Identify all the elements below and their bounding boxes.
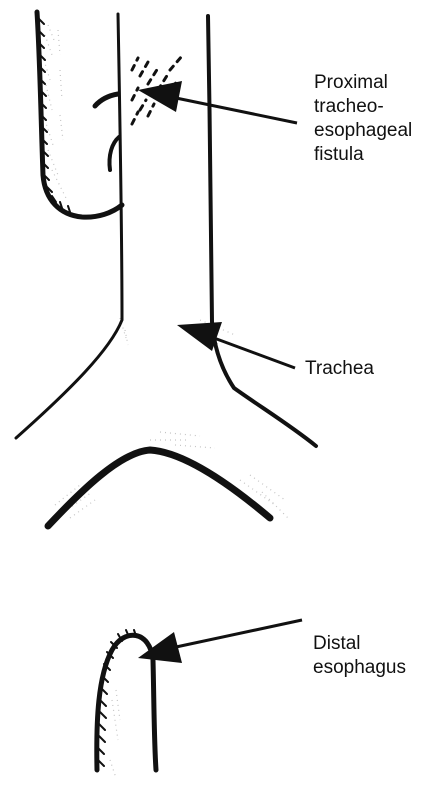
label-line: fistula — [314, 143, 412, 167]
label-line: tracheo- — [314, 95, 412, 119]
label-line: Distal — [313, 632, 406, 656]
arrows — [138, 81, 302, 663]
proximal-esophageal-pouch — [37, 12, 122, 217]
distal-esophagus — [97, 630, 156, 770]
proximal-fistula-label: Proximal tracheo- esophageal fistula — [314, 71, 412, 167]
trachea-right-wall — [208, 16, 316, 446]
trachea-arrow — [177, 322, 295, 368]
label-line: esophagus — [313, 656, 406, 680]
fistula-stub-lower — [109, 137, 119, 170]
trachea-left-wall — [16, 14, 122, 438]
trachea-label: Trachea — [305, 357, 374, 381]
label-line: Trachea — [305, 357, 374, 381]
label-line: Proximal — [314, 71, 412, 95]
distal-esophagus-label: Distal esophagus — [313, 632, 406, 680]
distal-esophagus-arrow — [138, 620, 302, 663]
fistula-arrow — [138, 81, 297, 123]
label-line: esophageal — [314, 119, 412, 143]
fistula-stub-upper — [95, 94, 118, 106]
pouch-wall-left — [37, 12, 122, 217]
distal-esophagus-hatching — [98, 630, 136, 766]
carina — [48, 450, 270, 526]
